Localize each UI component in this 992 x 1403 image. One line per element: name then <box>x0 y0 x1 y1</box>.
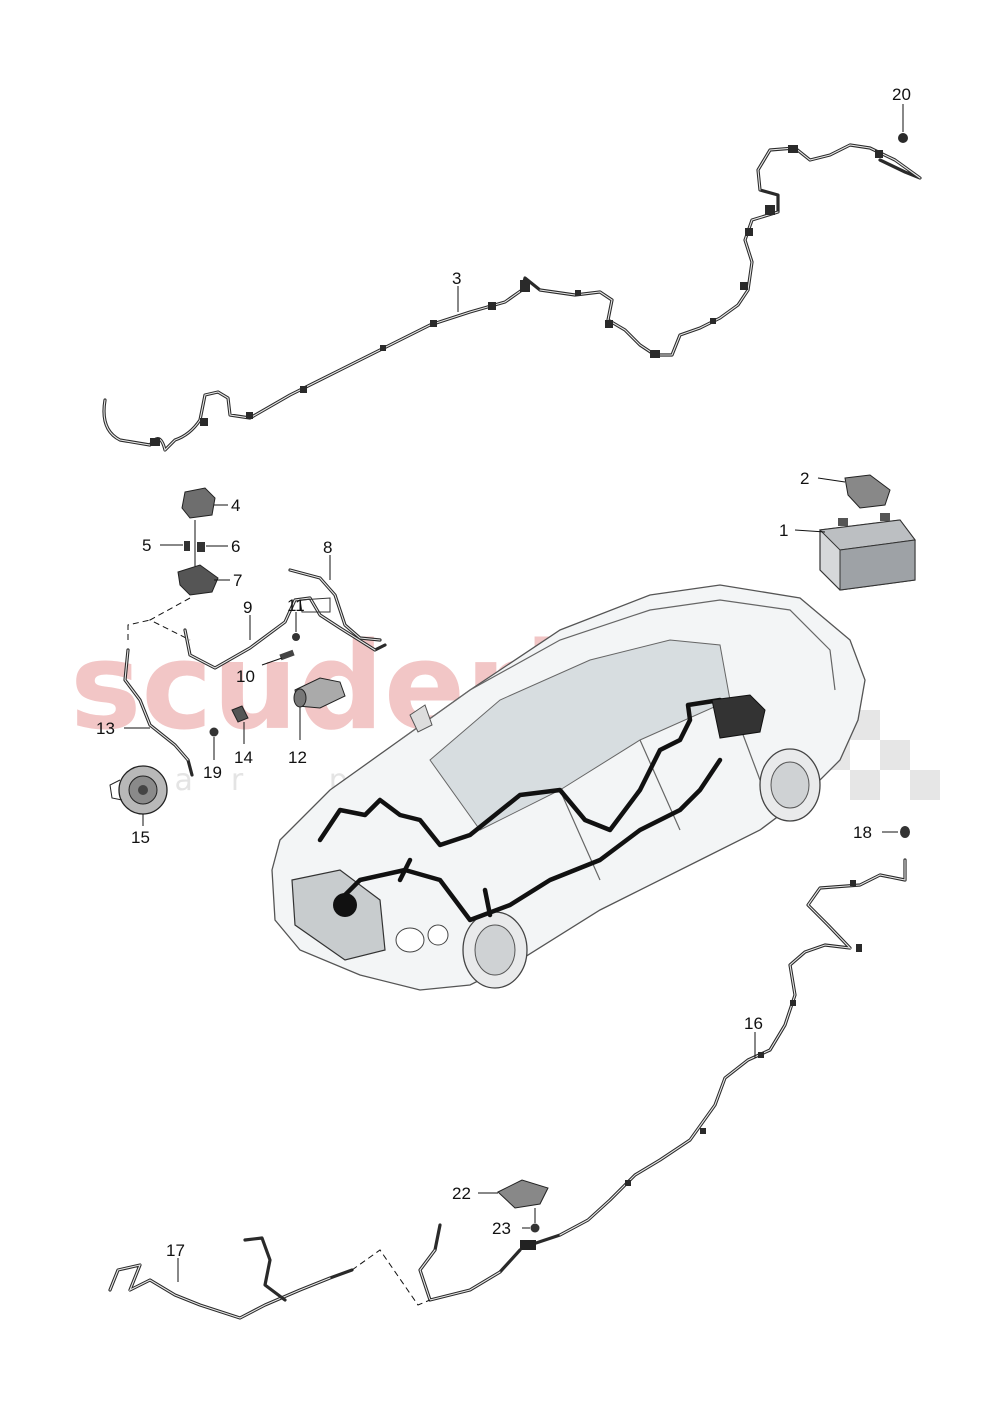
part-3-wiring-harness <box>102 143 922 452</box>
callout-1: 1 <box>779 521 788 540</box>
callout-20: 20 <box>892 85 911 104</box>
callout-19: 19 <box>203 763 222 782</box>
part-20-nut <box>898 104 908 143</box>
part-14-clip <box>231 705 249 723</box>
part-18-cap <box>900 826 910 838</box>
callout-8: 8 <box>323 538 332 557</box>
callout-10: 10 <box>236 667 255 686</box>
callout-13: 13 <box>96 719 115 738</box>
callout-3: 3 <box>452 269 461 288</box>
part-17-wiring-harness <box>108 1223 522 1320</box>
part-9-cable <box>183 596 387 670</box>
part-13-cable <box>123 648 194 777</box>
callout-4: 4 <box>231 496 240 515</box>
part-7-bracket <box>177 564 219 596</box>
callout-17: 17 <box>166 1241 185 1260</box>
callout-14: 14 <box>234 748 253 767</box>
part-12-starter <box>293 677 346 709</box>
part-15-alternator <box>109 765 168 815</box>
part-5-bolt <box>184 541 190 551</box>
callout-2: 2 <box>800 469 809 488</box>
callout-23: 23 <box>492 1219 511 1238</box>
part-6-nut <box>197 542 205 552</box>
callout-labels: 20 3 2 1 4 5 6 7 8 9 11 10 13 12 14 19 1… <box>96 85 911 1260</box>
callout-5: 5 <box>142 536 151 555</box>
part-1-battery <box>818 513 916 591</box>
part-11-clip <box>292 597 331 641</box>
part-4-relay-box <box>181 487 216 519</box>
car-illustration <box>271 584 866 991</box>
car-wiring-harness <box>317 694 766 923</box>
part-23-nut <box>530 1223 540 1233</box>
callout-22: 22 <box>452 1184 471 1203</box>
callout-12: 12 <box>288 748 307 767</box>
callout-6: 6 <box>231 537 240 556</box>
part-19-nut <box>209 727 219 737</box>
callout-15: 15 <box>131 828 150 847</box>
part-2-bracket <box>844 474 891 509</box>
callout-11: 11 <box>287 596 305 615</box>
callout-18: 18 <box>853 823 872 842</box>
part-8-cable <box>288 568 382 642</box>
part-10-bolt <box>279 649 295 661</box>
part-16-wiring-harness <box>520 858 907 1250</box>
callout-9: 9 <box>243 598 252 617</box>
part-22-bracket <box>497 1179 549 1209</box>
callout-16: 16 <box>744 1014 763 1033</box>
callout-7: 7 <box>233 571 242 590</box>
